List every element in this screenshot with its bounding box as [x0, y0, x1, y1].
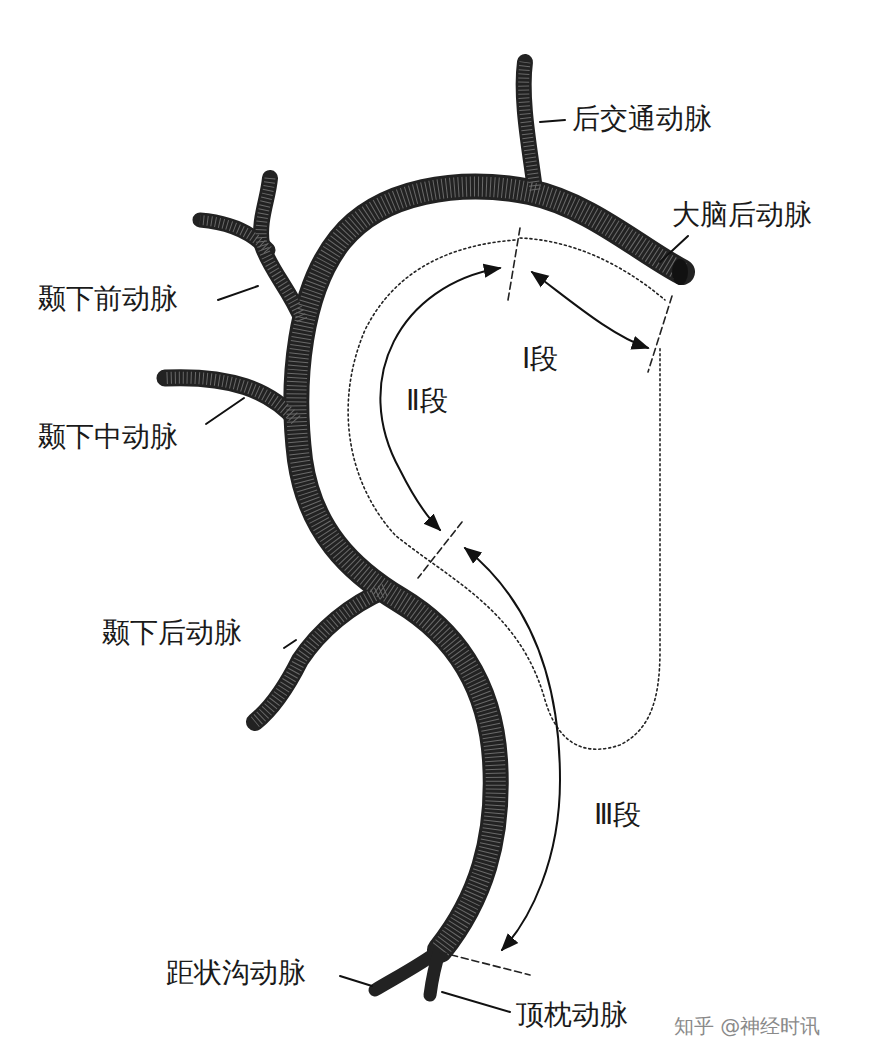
segment-outline	[348, 238, 665, 749]
leader-line	[206, 120, 688, 1012]
part-label: 大脑后动脉	[670, 198, 814, 232]
segment-arrow	[380, 268, 648, 950]
part-label: Ⅲ段	[592, 798, 643, 832]
watermark: 知乎 @神经时讯	[672, 1014, 822, 1038]
part-label: Ⅰ段	[520, 342, 560, 376]
vessel-body	[165, 62, 682, 995]
part-label: 后交通动脉	[570, 102, 714, 136]
part-label: 颞下中动脉	[36, 420, 180, 454]
part-label: 距状沟动脉	[164, 956, 308, 990]
part-label: 颞下后动脉	[100, 616, 244, 650]
part-label: 顶枕动脉	[514, 998, 630, 1032]
part-label: 颞下前动脉	[36, 282, 180, 316]
vessel-end	[672, 259, 688, 285]
part-label: Ⅱ段	[404, 384, 450, 418]
segment-divider	[418, 228, 672, 975]
vessel-texture	[165, 62, 682, 950]
